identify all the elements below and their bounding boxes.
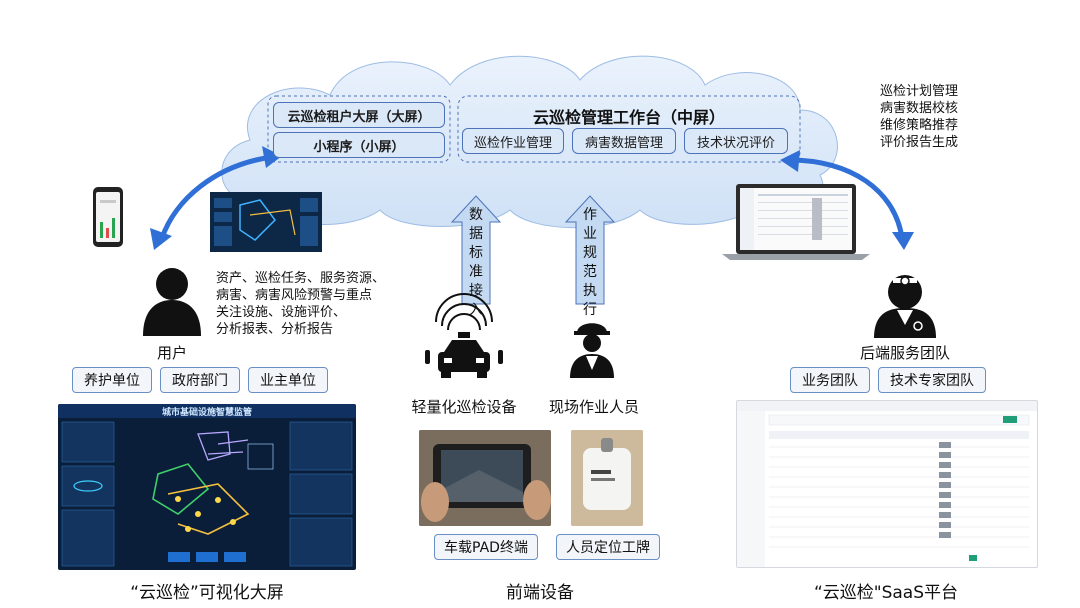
big-screen-visualization: 城市基础设施智慧监管 (58, 404, 356, 570)
big-screen-caption: “云巡检”可视化大屏 (130, 583, 284, 603)
org-maintenance-unit[interactable]: 养护单位 (72, 367, 152, 393)
user-feature-line: 病害、病害风险预警与重点 (216, 288, 373, 303)
user-feature-line: 关注设施、设施评价、 (216, 305, 347, 320)
team-business[interactable]: 业务团队 (790, 367, 870, 393)
mini-program-box[interactable]: 小程序（小屏） (273, 132, 445, 158)
inspection-car-icon (425, 293, 503, 378)
org-government[interactable]: 政府部门 (160, 367, 240, 393)
org-owner-unit[interactable]: 业主单位 (248, 367, 328, 393)
function-strategy: 维修策略推荐 (880, 118, 959, 133)
pad-photo-art (419, 430, 551, 526)
location-badge-chip[interactable]: 人员定位工牌 (556, 534, 660, 560)
big-screen-map (58, 404, 356, 567)
worker-label: 现场作业人员 (548, 398, 639, 416)
user-cloud-arrow (159, 154, 273, 239)
function-check: 病害数据校核 (880, 101, 959, 116)
pad-terminal-photo (419, 430, 551, 526)
phone-icon (93, 187, 123, 247)
module-condition-eval[interactable]: 技术状况评价 (684, 128, 788, 154)
saas-platform-caption: “云巡检"SaaS平台 (813, 583, 959, 603)
backend-cloud-arrow (789, 157, 905, 239)
data-access-text: 数据标准接入 (469, 207, 483, 318)
data-access-arrow (450, 195, 502, 305)
function-report: 评价报告生成 (880, 135, 959, 150)
backend-cloud-arrowhead (780, 150, 800, 172)
user-person-icon (143, 268, 201, 336)
workbench-title: 云巡检管理工作台（中屏） (532, 108, 725, 127)
user-cloud-arrowhead (262, 146, 282, 168)
work-standard-arrow (564, 195, 616, 305)
pad-terminal-chip[interactable]: 车载PAD终端 (434, 534, 538, 560)
small-dashboard-thumbnail (210, 192, 322, 252)
location-badge-photo (571, 430, 643, 526)
front-devices-caption: 前端设备 (506, 583, 574, 603)
site-worker-icon (570, 323, 614, 378)
work-standard-text: 作业规范执行 (583, 207, 597, 318)
user-feature-list: 资产、巡检任务、服务资源、 病害、病害风险预警与重点 关注设施、设施评价、 分析… (216, 270, 385, 338)
user-feature-line: 资产、巡检任务、服务资源、 (216, 271, 386, 286)
device-label: 轻量化巡检设备 (411, 398, 517, 416)
user-arrowhead (150, 228, 172, 250)
user-label: 用户 (156, 344, 187, 362)
laptop-icon (722, 184, 870, 260)
dashboard-big-box[interactable]: 云巡检租户大屏（大屏） (273, 102, 445, 128)
big-screen-title: 城市基础设施智慧监管 (161, 408, 252, 418)
right-dashed-group (457, 95, 801, 163)
backend-arrowhead (892, 232, 914, 250)
backend-team-label: 后端服务团队 (859, 344, 950, 362)
saas-table-art (737, 401, 1037, 567)
saas-platform-screenshot (736, 400, 1038, 568)
expert-person-icon (874, 275, 936, 338)
module-defect-data[interactable]: 病害数据管理 (572, 128, 676, 154)
user-feature-line: 分析报表、分析报告 (216, 322, 334, 337)
function-plan: 巡检计划管理 (880, 84, 959, 99)
team-tech-experts[interactable]: 技术专家团队 (878, 367, 986, 393)
module-inspection-work[interactable]: 巡检作业管理 (462, 128, 564, 154)
left-dashed-group (267, 95, 451, 163)
right-function-list: 巡检计划管理 病害数据校核 维修策略推荐 评价报告生成 (880, 83, 958, 151)
badge-photo-art (571, 430, 643, 526)
